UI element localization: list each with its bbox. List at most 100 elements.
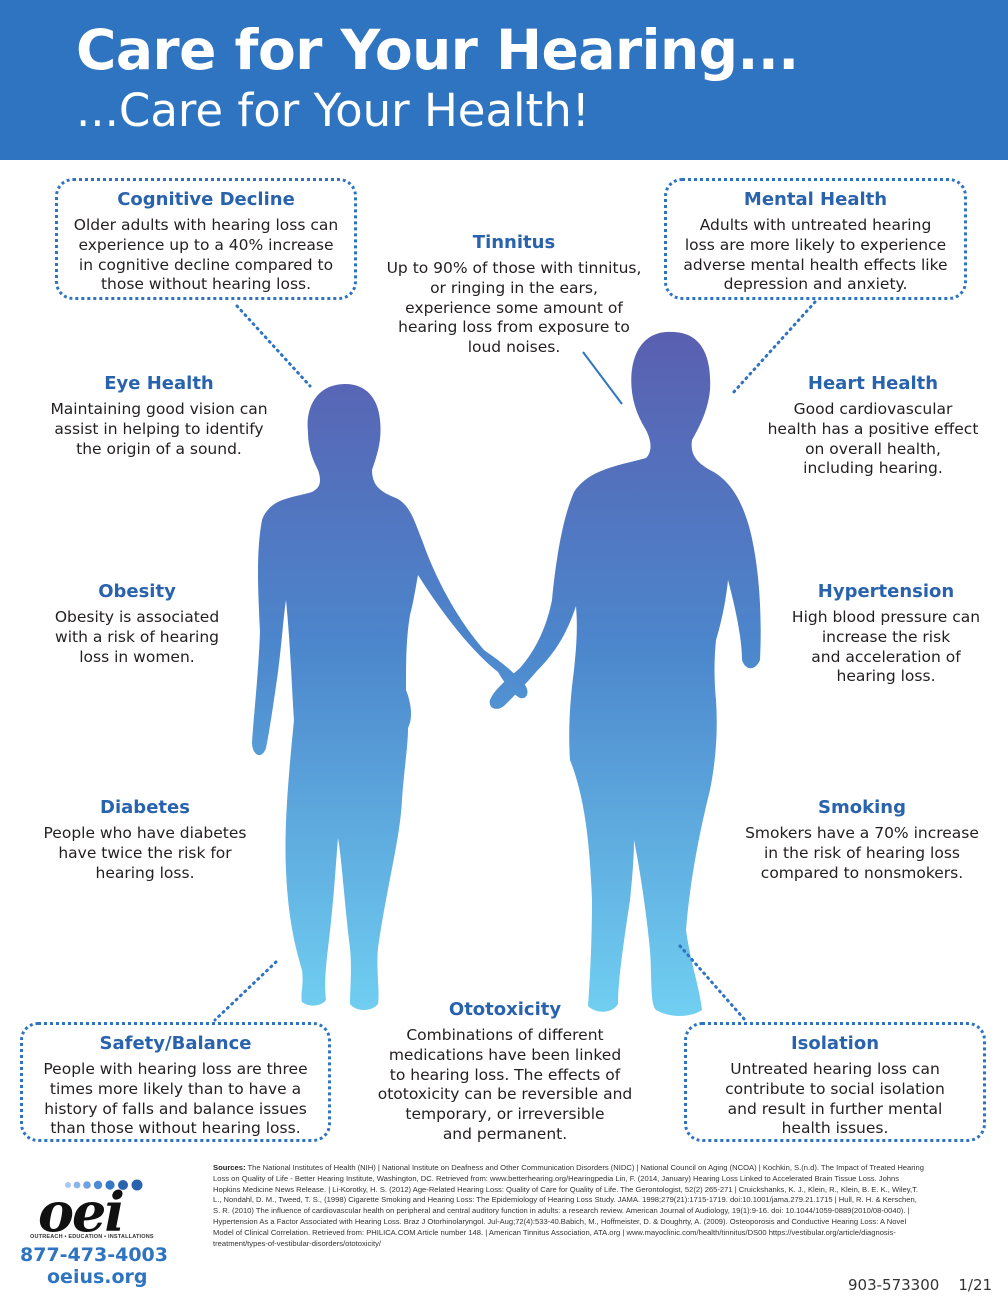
cognitive-decline-text: Older adults with hearing loss can exper… bbox=[70, 216, 342, 295]
text-line: in the risk of hearing loss bbox=[763, 843, 960, 862]
smoking-title: Smoking bbox=[818, 797, 906, 818]
text-line: Good cardiovascular bbox=[793, 400, 953, 418]
logo-dots-icon bbox=[65, 1179, 143, 1191]
tinnitus-title: Tinnitus bbox=[472, 232, 556, 253]
text-line: People with hearing loss are three bbox=[43, 1060, 308, 1078]
connector-mental bbox=[730, 300, 817, 396]
diabetes-text: People who have diabetes have twice the … bbox=[20, 824, 270, 883]
text-line: compared to nonsmokers. bbox=[760, 863, 964, 882]
text-line: assist in helping to identify bbox=[54, 419, 264, 438]
logo-tagline: OUTREACH • EDUCATION • INSTALLATIONS bbox=[30, 1234, 154, 1240]
text-line: with a risk of hearing bbox=[55, 627, 219, 646]
text-line: High blood pressure can bbox=[791, 608, 981, 626]
text-line: experience some amount of bbox=[405, 298, 623, 317]
sources-text: The National Institutes of Health (NIH) … bbox=[213, 1163, 924, 1248]
text-line: times more likely than to have a bbox=[49, 1079, 302, 1098]
text-line: loss are more likely to experience bbox=[684, 235, 947, 254]
text-line: hearing loss. bbox=[836, 667, 936, 686]
text-line: Smokers have a 70% increase bbox=[745, 824, 979, 842]
man-silhouette bbox=[489, 331, 761, 1017]
text-line: and result in further mental bbox=[727, 1099, 943, 1118]
text-line: Combinations of different bbox=[406, 1026, 604, 1044]
header-banner: Care for Your Hearing... ...Care for You… bbox=[0, 0, 1008, 160]
doc-number: 903-573300 bbox=[848, 1276, 940, 1294]
heart-health-section: Heart Health Good cardiovascular health … bbox=[742, 373, 1004, 479]
text-line: loss in women. bbox=[79, 647, 195, 666]
text-line: to hearing loss. The effects of bbox=[389, 1065, 621, 1084]
obesity-text: Obesity is associated with a risk of hea… bbox=[30, 608, 244, 667]
text-line: have twice the risk for bbox=[58, 843, 232, 862]
sources-label: Sources: bbox=[213, 1163, 246, 1172]
text-line: history of falls and balance issues bbox=[44, 1099, 307, 1118]
text-line: temporary, or irreversible bbox=[405, 1105, 605, 1124]
connector-tinnitus bbox=[582, 351, 623, 405]
text-line: loud noises. bbox=[467, 338, 561, 357]
phone-number: 877-473-4003 bbox=[20, 1244, 168, 1266]
eye-health-section: Eye Health Maintaining good vision can a… bbox=[20, 373, 298, 459]
heart-health-text: Good cardiovascular health has a positiv… bbox=[742, 400, 1004, 479]
connector-cognitive bbox=[235, 304, 312, 388]
website-link[interactable]: oeius.org bbox=[47, 1266, 148, 1288]
document-number: 903-573300 1/21 bbox=[848, 1276, 992, 1294]
sources-citation: Sources: The National Institutes of Heal… bbox=[213, 1163, 925, 1249]
text-line: hearing loss from exposure to bbox=[398, 318, 630, 337]
cognitive-decline-box: Cognitive Decline Older adults with hear… bbox=[55, 178, 357, 300]
text-line: contribute to social isolation bbox=[725, 1079, 945, 1098]
text-line: and acceleration of bbox=[811, 647, 961, 666]
text-line: hearing loss. bbox=[95, 863, 195, 882]
text-line: on overall health, bbox=[805, 439, 941, 458]
hypertension-title: Hypertension bbox=[817, 581, 955, 602]
diabetes-title: Diabetes bbox=[100, 797, 190, 818]
text-line: in cognitive decline compared to bbox=[78, 255, 334, 274]
text-line: medications have been linked bbox=[388, 1045, 622, 1064]
text-line: People who have diabetes bbox=[43, 824, 247, 842]
hypertension-text: High blood pressure can increase the ris… bbox=[768, 608, 1004, 687]
text-line: Untreated hearing loss can bbox=[730, 1060, 940, 1078]
smoking-section: Smoking Smokers have a 70% increase in t… bbox=[718, 797, 1006, 883]
text-line: Older adults with hearing loss can bbox=[73, 216, 339, 234]
safety-balance-text: People with hearing loss are three times… bbox=[35, 1060, 316, 1139]
text-line: health has a positive effect bbox=[767, 419, 979, 438]
diabetes-section: Diabetes People who have diabetes have t… bbox=[20, 797, 270, 883]
woman-silhouette bbox=[252, 384, 528, 1010]
revision-date: 1/21 bbox=[958, 1276, 993, 1294]
text-line: than those without hearing loss. bbox=[50, 1119, 301, 1138]
text-line: or ringing in the ears, bbox=[430, 278, 598, 297]
tinnitus-section: Tinnitus Up to 90% of those with tinnitu… bbox=[364, 232, 664, 358]
text-line: health issues. bbox=[781, 1119, 889, 1138]
ototoxicity-title: Ototoxicity bbox=[448, 999, 562, 1020]
text-line: ototoxicity can be reversible and bbox=[377, 1085, 633, 1104]
text-line: those without hearing loss. bbox=[100, 275, 312, 294]
text-line: experience up to a 40% increase bbox=[78, 235, 334, 254]
text-line: including hearing. bbox=[803, 459, 943, 478]
text-line: adverse mental health effects like bbox=[683, 255, 948, 274]
couple-silhouette-illustration bbox=[213, 300, 817, 1022]
text-line: depression and anxiety. bbox=[723, 275, 908, 294]
connector-safety bbox=[213, 960, 278, 1022]
mental-health-title: Mental Health bbox=[743, 189, 888, 210]
page-subtitle: ...Care for Your Health! bbox=[76, 84, 590, 137]
obesity-title: Obesity bbox=[98, 581, 176, 602]
text-line: the origin of a sound. bbox=[76, 439, 242, 458]
ototoxicity-text: Combinations of different medications ha… bbox=[362, 1026, 648, 1145]
oei-logo: oei bbox=[38, 1180, 125, 1244]
text-line: and permanent. bbox=[442, 1124, 568, 1143]
cognitive-decline-title: Cognitive Decline bbox=[117, 189, 295, 210]
isolation-box: Isolation Untreated hearing loss can con… bbox=[684, 1022, 986, 1142]
text-line: Maintaining good vision can bbox=[50, 400, 268, 418]
obesity-section: Obesity Obesity is associated with a ris… bbox=[30, 581, 244, 667]
connector-isolation bbox=[678, 944, 747, 1022]
page-title: Care for Your Hearing... bbox=[76, 18, 799, 82]
hypertension-section: Hypertension High blood pressure can inc… bbox=[768, 581, 1004, 687]
text-line: Obesity is associated bbox=[54, 608, 220, 626]
text-line: increase the risk bbox=[821, 627, 951, 646]
eye-health-text: Maintaining good vision can assist in he… bbox=[20, 400, 298, 459]
text-line: Up to 90% of those with tinnitus, bbox=[386, 259, 642, 277]
ototoxicity-section: Ototoxicity Combinations of different me… bbox=[362, 999, 648, 1145]
smoking-text: Smokers have a 70% increase in the risk … bbox=[718, 824, 1006, 883]
eye-health-title: Eye Health bbox=[104, 373, 214, 394]
mental-health-box: Mental Health Adults with untreated hear… bbox=[664, 178, 967, 300]
tinnitus-text: Up to 90% of those with tinnitus, or rin… bbox=[364, 259, 664, 358]
heart-health-title: Heart Health bbox=[807, 373, 939, 394]
isolation-text: Untreated hearing loss can contribute to… bbox=[699, 1060, 971, 1139]
